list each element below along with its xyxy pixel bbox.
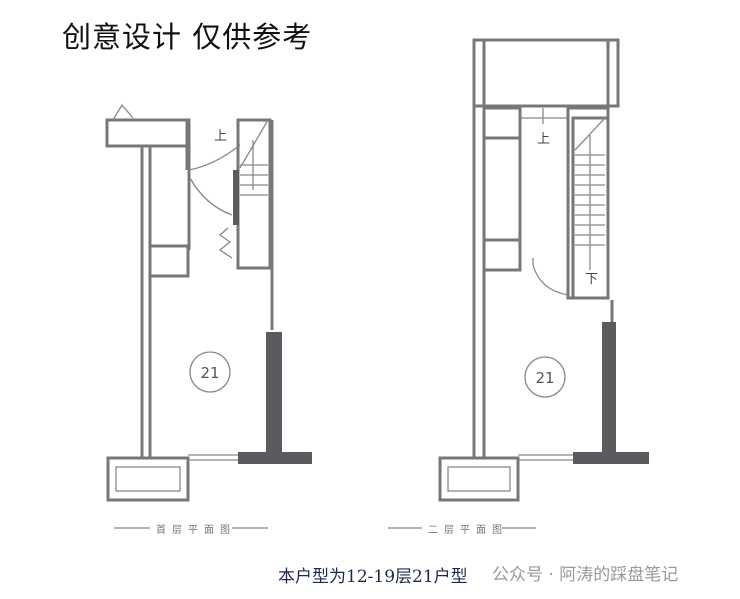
stair-down-label: 下 <box>585 272 598 287</box>
unit-number: 21 <box>200 364 219 382</box>
second-floor-plan: 上 下 21 <box>438 38 649 502</box>
page-title: 创意设计 仅供参考 <box>62 20 313 54</box>
second-floor-caption: 二层平面图 <box>428 525 508 536</box>
stair-up-label: 上 <box>537 132 550 147</box>
first-floor-caption: 首层平面图 <box>156 525 236 536</box>
stair-up-label: 上 <box>214 129 227 144</box>
first-floor-plan: 上 21 <box>105 103 312 502</box>
unit-note: 本户型为12-19层21户型 <box>278 567 468 587</box>
watermark: 公众号 · 阿涛的踩盘笔记 <box>492 565 679 585</box>
unit-number: 21 <box>535 369 554 387</box>
